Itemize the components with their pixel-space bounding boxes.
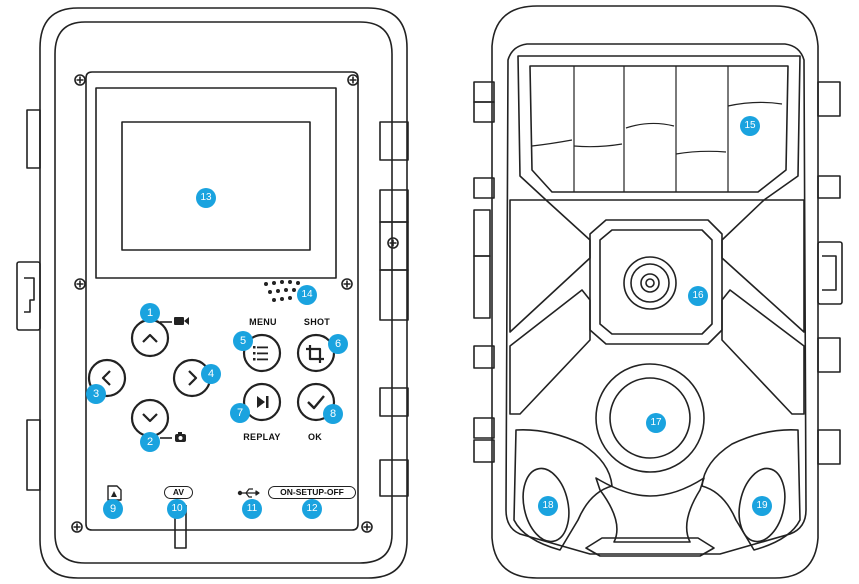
callout-13: 13 bbox=[196, 188, 216, 208]
right-face-outline bbox=[505, 43, 807, 555]
callout-8: 8 bbox=[323, 404, 343, 424]
right-hinge-7 bbox=[473, 417, 495, 439]
left-sensor-window bbox=[522, 467, 570, 543]
pir-sensor-outer bbox=[595, 363, 705, 473]
left-latch-mid bbox=[16, 261, 41, 331]
video-camera-icon bbox=[174, 317, 189, 325]
right-hinge-3 bbox=[473, 177, 495, 199]
callout-15: 15 bbox=[740, 116, 760, 136]
ir-window-inner bbox=[529, 65, 789, 193]
up-button bbox=[130, 318, 170, 358]
camera-lens-center bbox=[640, 273, 660, 293]
callout-14: 14 bbox=[297, 285, 317, 305]
replay-label: REPLAY bbox=[243, 432, 281, 442]
callout-19: 19 bbox=[752, 496, 772, 516]
left-sensor-housing bbox=[513, 428, 613, 551]
hinge-2 bbox=[379, 189, 409, 223]
callout-18: 18 bbox=[538, 496, 558, 516]
left-control-panel bbox=[85, 71, 359, 531]
down-button bbox=[130, 398, 170, 438]
callout-7: 7 bbox=[230, 403, 250, 423]
right-latch-3-detail bbox=[822, 255, 837, 291]
control-panel-side bbox=[16, 7, 409, 579]
hinge-6 bbox=[379, 459, 409, 497]
callout-16: 16 bbox=[688, 286, 708, 306]
right-latch-5 bbox=[817, 429, 841, 465]
left-outer-body bbox=[39, 7, 408, 579]
left-inner-rim bbox=[54, 21, 393, 564]
sensor-side bbox=[473, 5, 843, 579]
lens-housing-outer bbox=[589, 219, 723, 345]
lens-housing-inner bbox=[599, 229, 713, 335]
right-hinge-8 bbox=[473, 439, 495, 463]
facet-left-upper bbox=[509, 199, 591, 333]
right-outer-body bbox=[491, 5, 819, 579]
facet-left-lower bbox=[509, 289, 591, 415]
photo-camera-icon bbox=[175, 432, 186, 442]
pir-sensor-inner bbox=[609, 377, 691, 459]
right-hinge-1 bbox=[473, 81, 495, 103]
callout-1: 1 bbox=[140, 303, 160, 323]
right-sensor-window bbox=[738, 467, 786, 543]
right-latch-4 bbox=[817, 337, 841, 373]
left-latch-top bbox=[26, 109, 41, 169]
callout-5: 5 bbox=[233, 331, 253, 351]
bottom-vent bbox=[585, 537, 715, 557]
av-cable-slot bbox=[174, 505, 187, 549]
right-hinge-5 bbox=[473, 255, 491, 319]
hinge-4 bbox=[379, 269, 409, 321]
sd-card-icon bbox=[107, 485, 122, 501]
hinge-1 bbox=[379, 121, 409, 161]
screws-left-panel bbox=[71, 74, 399, 533]
camera-lens-ring bbox=[623, 256, 677, 310]
facet-right-upper bbox=[721, 199, 805, 333]
menu-label: MENU bbox=[249, 317, 277, 327]
bottom-bridge bbox=[595, 477, 705, 543]
shot-label: SHOT bbox=[303, 317, 331, 327]
callout-3: 3 bbox=[86, 384, 106, 404]
ir-led-grid bbox=[531, 66, 783, 192]
lcd-screen bbox=[121, 121, 311, 251]
facet-right-lower bbox=[721, 289, 805, 415]
hinge-5 bbox=[379, 387, 409, 417]
callout-11: 11 bbox=[242, 499, 262, 519]
callout-4: 4 bbox=[201, 364, 221, 384]
power-switch-label: ON-SETUP-OFF bbox=[268, 486, 356, 499]
ok-button bbox=[296, 382, 336, 422]
lcd-frame bbox=[95, 87, 337, 279]
callout-12: 12 bbox=[302, 499, 322, 519]
ok-label: OK bbox=[307, 432, 323, 442]
callout-17: 17 bbox=[646, 413, 666, 433]
av-port-label: AV bbox=[164, 486, 193, 499]
right-latch-3 bbox=[817, 241, 843, 305]
right-hinge-6 bbox=[473, 345, 495, 369]
left-latch-mid-detail bbox=[24, 277, 35, 313]
camera-lens-dot bbox=[645, 278, 655, 288]
callout-10: 10 bbox=[167, 499, 187, 519]
right-hinge-4 bbox=[473, 209, 491, 257]
menu-button bbox=[242, 333, 282, 373]
callout-2: 2 bbox=[140, 432, 160, 452]
left-button bbox=[87, 358, 127, 398]
callout-9: 9 bbox=[103, 499, 123, 519]
right-latch-1 bbox=[817, 81, 841, 117]
right-sensor-housing bbox=[701, 428, 801, 551]
hinge-3 bbox=[379, 221, 409, 271]
replay-button bbox=[242, 382, 282, 422]
left-latch-bottom bbox=[26, 419, 41, 491]
camera-lens-mid bbox=[630, 263, 670, 303]
callout-6: 6 bbox=[328, 334, 348, 354]
speaker-grille bbox=[264, 280, 304, 302]
right-latch-2 bbox=[817, 175, 841, 199]
usb-icon bbox=[237, 488, 260, 498]
right-hinge-2 bbox=[473, 101, 495, 123]
